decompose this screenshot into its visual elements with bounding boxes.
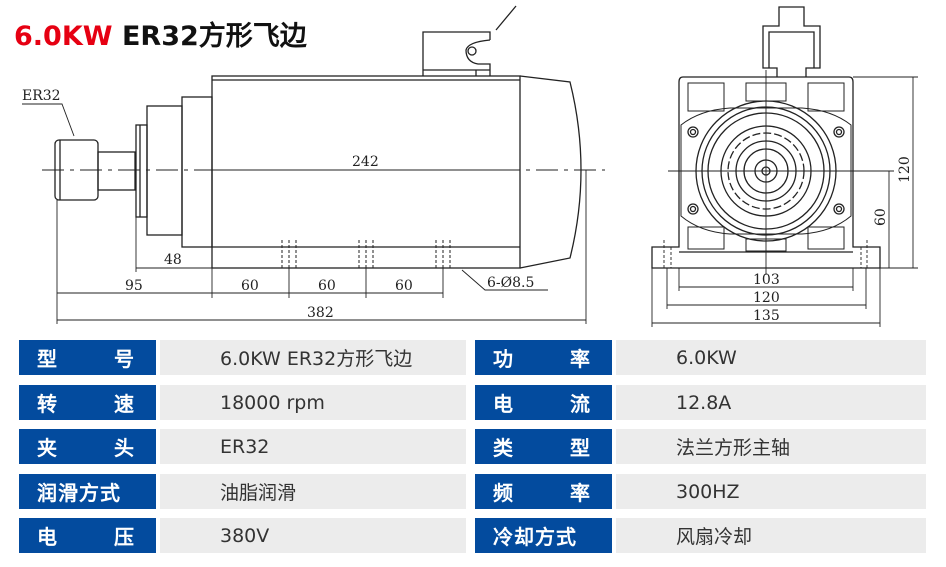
- motor-body: [211, 75, 521, 269]
- spec-value-collet: ER32: [160, 429, 466, 464]
- collet-label: ER32: [22, 88, 61, 104]
- spec-label-voltage: 电压: [19, 518, 156, 553]
- dim-60-1: 60: [241, 278, 259, 294]
- spec-value-lubrication: 油脂润滑: [160, 474, 466, 509]
- spec-value-cooling: 风扇冷却: [616, 518, 926, 553]
- dim-60-2: 60: [318, 278, 336, 294]
- label-char: 夹: [37, 436, 57, 460]
- dim-48: 48: [164, 252, 182, 268]
- label-char: 率: [570, 481, 590, 505]
- junction-box: [422, 31, 491, 76]
- spec-label-cooling: 冷却方式: [475, 518, 612, 553]
- label-char: 电: [493, 392, 513, 416]
- front-step-2: [181, 96, 213, 248]
- spec-label-model: 型号: [19, 340, 156, 375]
- dim-242: 242: [352, 154, 379, 170]
- title-model: ER32方形飞边: [121, 21, 307, 52]
- technical-drawing: ER32 242 48 95 60 60 60 6-Ø8.5 382: [22, 5, 918, 327]
- label-char: 压: [114, 525, 134, 549]
- spec-value-voltage: 380V: [160, 518, 466, 553]
- spec-label-lubrication: 润滑方式: [19, 474, 156, 509]
- spec-value-speed: 18000 rpm: [160, 385, 466, 420]
- side-view: ER32 242 48 95 60 60 60 6-Ø8.5 382: [22, 5, 605, 324]
- flange-ring: [135, 124, 148, 218]
- spec-label-speed: 转速: [19, 385, 156, 420]
- spec-label-frequency: 频率: [475, 474, 612, 509]
- spec-value-model: 6.0KW ER32方形飞边: [160, 340, 466, 375]
- label-char: 速: [114, 392, 134, 416]
- spec-value-frequency: 300HZ: [616, 474, 926, 509]
- spindle-shaft: [97, 151, 136, 191]
- bolt-holes: [687, 126, 845, 215]
- dim-holes: 6-Ø8.5: [487, 275, 534, 291]
- label-text: 润滑方式: [37, 481, 121, 505]
- dim-120-width: 120: [753, 290, 780, 306]
- spec-label-collet: 夹头: [19, 429, 156, 464]
- label-char: 型: [570, 436, 590, 460]
- label-char: 号: [114, 347, 134, 371]
- dim-135: 135: [753, 308, 780, 324]
- label-char: 功: [493, 347, 513, 371]
- spec-label-current: 电流: [475, 385, 612, 420]
- page-title: 6.0KW ER32方形飞边: [14, 14, 307, 53]
- dim-120-height: 120: [897, 156, 913, 183]
- label-char: 头: [114, 436, 134, 460]
- spec-value-type: 法兰方形主轴: [616, 429, 926, 464]
- front-view: 103 120 135 120 60: [651, 6, 918, 327]
- connector: [762, 6, 821, 77]
- spec-label-type: 类型: [475, 429, 612, 464]
- label-char: 率: [570, 347, 590, 371]
- rear-cap: [519, 75, 582, 269]
- label-char: 流: [570, 392, 590, 416]
- title-power: 6.0KW: [14, 21, 113, 52]
- label-char: 频: [493, 481, 513, 505]
- label-char: 转: [37, 392, 57, 416]
- label-char: 型: [37, 347, 57, 371]
- dim-382: 382: [307, 305, 334, 321]
- spec-label-power: 功率: [475, 340, 612, 375]
- dim-95: 95: [125, 278, 143, 294]
- spec-value-current: 12.8A: [616, 385, 926, 420]
- dim-60-height: 60: [873, 208, 889, 226]
- dim-60-3: 60: [395, 278, 413, 294]
- label-char: 类: [493, 436, 513, 460]
- dim-103: 103: [753, 272, 780, 288]
- label-char: 电: [37, 525, 57, 549]
- label-text: 冷却方式: [493, 525, 577, 549]
- spec-value-power: 6.0KW: [616, 340, 926, 375]
